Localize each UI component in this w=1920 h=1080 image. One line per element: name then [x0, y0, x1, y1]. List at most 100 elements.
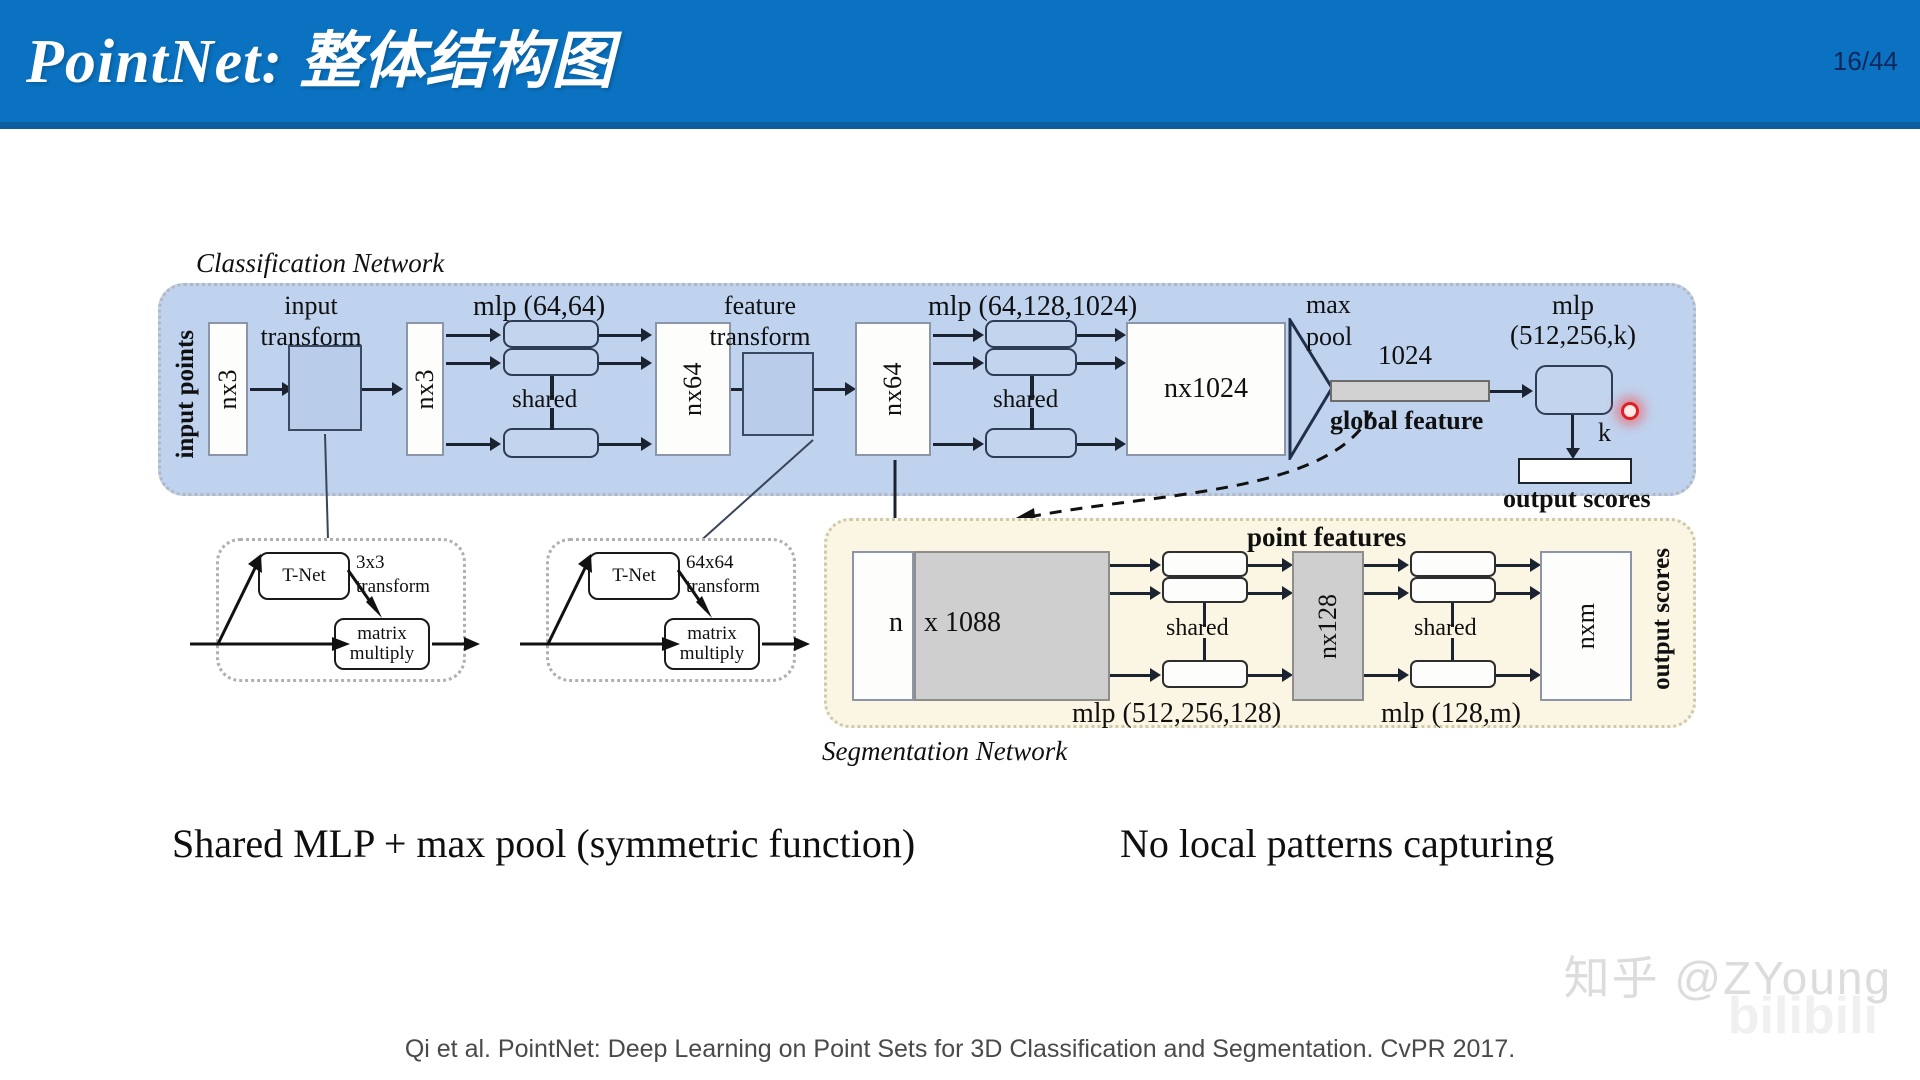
seg-mlp2-in-line-mid: [1364, 592, 1400, 595]
mlp1-in-arrow-bot: [490, 437, 501, 451]
seg-mlp2-shared-line-top: [1451, 603, 1454, 627]
seg-mlp2-pill-top: [1410, 551, 1496, 577]
page-title: PointNet: 整体结构图: [26, 28, 615, 96]
mlp2-in-line-top: [933, 334, 975, 337]
mlp2-shared-line-bot: [1030, 408, 1034, 430]
block-nx64-a: nx64: [655, 322, 731, 456]
mlp-64-64-label: mlp (64,64): [473, 291, 606, 322]
mlp1-in-line-top: [446, 334, 492, 337]
seg-mlp1-in-arrow-top: [1150, 558, 1161, 572]
mlp1-in-arrow-mid: [490, 356, 501, 370]
tnet-3x3-wires: [190, 554, 480, 651]
mlp-128-m-label: mlp (128,m): [1381, 698, 1521, 729]
segmentation-network-title: Segmentation Network: [822, 736, 1068, 766]
mlp-512-256-k-box: [1535, 365, 1613, 415]
n-label: n: [889, 607, 903, 638]
seg-mlp1-out-arrow-mid: [1282, 586, 1293, 600]
block-nx3-transformed: nx3: [406, 322, 444, 456]
mlp2-out-arrow-top: [1115, 328, 1126, 342]
block-nx64-b: nx64: [855, 322, 931, 456]
block-nx3-input: nx3: [208, 322, 248, 456]
seg-mlp2-out-line-bot: [1496, 674, 1532, 677]
footer-citation: Qi et al. PointNet: Deep Learning on Poi…: [404, 1035, 1516, 1063]
k-label: k: [1598, 418, 1611, 447]
tnet-64x64-transform-line2: transform: [686, 576, 760, 597]
mlp2-out-arrow-bot: [1115, 437, 1126, 451]
tnet-64x64-matrix-line2: multiply: [679, 643, 745, 664]
tnet-3x3-transform-line2: transform: [356, 576, 430, 597]
block-nx64-b-label: nx64: [878, 362, 907, 416]
block-nx128-label: nx128: [1313, 593, 1342, 659]
mlp2-in-arrow-mid: [973, 356, 984, 370]
block-nx3-input-label: nx3: [213, 368, 242, 410]
mlp1-shared-line-top: [550, 376, 554, 400]
mlp1-out-line-mid: [599, 362, 643, 365]
output-scores-line: [1571, 415, 1574, 451]
seg-mlp1-in-line-mid: [1110, 592, 1152, 595]
seg-mlp1-pill-top: [1162, 551, 1248, 577]
arrow-head-4: [845, 382, 856, 396]
red-cursor-dot[interactable]: [1621, 402, 1639, 420]
mlp1-pill-top: [503, 320, 599, 348]
block-nxm: nxm: [1540, 551, 1632, 701]
global-feature-out-arrow: [1522, 384, 1533, 398]
seg-mlp2-out-arrow-top: [1530, 558, 1541, 572]
seg-mlp1-out-line-bot: [1248, 674, 1284, 677]
tnet-64x64-matrix-line1: matrix: [687, 623, 737, 645]
block-nx64-a-label: nx64: [678, 362, 707, 416]
tnet-3x3-matrix-line1: matrix: [357, 623, 407, 645]
title-bar-underline: [0, 122, 1920, 129]
block-nx128: nx128: [1292, 551, 1364, 701]
arrow-line-2: [362, 388, 394, 391]
block-nxm-label: nxm: [1571, 602, 1600, 650]
seg-mlp2-in-arrow-bot: [1398, 668, 1409, 682]
caption-right: No local patterns capturing: [1120, 821, 1555, 866]
dim-1024-label: 1024: [1378, 340, 1432, 370]
max-pool-label-line2: pool: [1306, 322, 1353, 351]
mlp2-pill-mid: [985, 348, 1077, 376]
seg-mlp2-out-line-top: [1496, 564, 1532, 567]
mlp2-in-arrow-bot: [973, 437, 984, 451]
mlp1-in-line-bot: [446, 443, 492, 446]
tnet-3x3-transform-line1: 3x3: [356, 552, 385, 573]
arrow-head-2: [392, 382, 403, 396]
seg-mlp2-pill-mid: [1410, 577, 1496, 603]
seg-mlp2-in-line-bot: [1364, 674, 1400, 677]
mlp2-shared-line-top: [1030, 376, 1034, 400]
tnet-64x64-transform-line1: 64x64: [686, 552, 734, 573]
seg-mlp2-in-arrow-mid: [1398, 586, 1409, 600]
block-n-white: [852, 551, 914, 701]
mlp2-pill-top: [985, 320, 1077, 348]
tnet-3x3-box: T-Net: [258, 552, 350, 600]
shared-label-3: shared: [1166, 615, 1229, 641]
tnet-64x64-box: T-Net: [588, 552, 680, 600]
feature-transform-label-line2: transform: [709, 322, 811, 351]
seg-mlp1-shared-line-bot: [1203, 638, 1206, 660]
zhihu-watermark: 知乎 @ZYoung: [1563, 952, 1892, 1004]
shared-label-4: shared: [1414, 615, 1477, 641]
point-features-label: point features: [1247, 522, 1407, 552]
output-scores-label-segmentation: output scores: [1648, 548, 1675, 690]
caption-left: Shared MLP + max pool (symmetric functio…: [172, 821, 916, 866]
block-nx1024: nx1024: [1126, 322, 1286, 456]
mlp2-in-line-mid: [933, 362, 975, 365]
seg-mlp2-out-arrow-mid: [1530, 586, 1541, 600]
bilibili-watermark: bilibili: [1727, 987, 1878, 1045]
seg-mlp2-in-arrow-top: [1398, 558, 1409, 572]
mlp1-in-arrow-top: [490, 328, 501, 342]
block-nx1024-label: nx1024: [1164, 373, 1248, 404]
seg-mlp1-in-line-top: [1110, 564, 1152, 567]
classification-network-title: Classification Network: [196, 248, 445, 278]
arrow-line-4: [814, 388, 848, 391]
block-nx3-transformed-label: nx3: [410, 368, 439, 410]
seg-mlp2-shared-line-bot: [1451, 638, 1454, 660]
mlp2-out-line-mid: [1077, 362, 1117, 365]
seg-mlp1-out-arrow-top: [1282, 558, 1293, 572]
shared-label-2: shared: [993, 386, 1059, 413]
tnet-64x64-wires: [520, 554, 810, 651]
mlp1-out-line-bot: [599, 443, 643, 446]
mlp2-out-line-bot: [1077, 443, 1117, 446]
arrow-line-1: [250, 388, 284, 391]
mlp-512-256-k-label-line1: mlp: [1551, 290, 1594, 320]
global-feature-label: global feature: [1330, 406, 1484, 435]
